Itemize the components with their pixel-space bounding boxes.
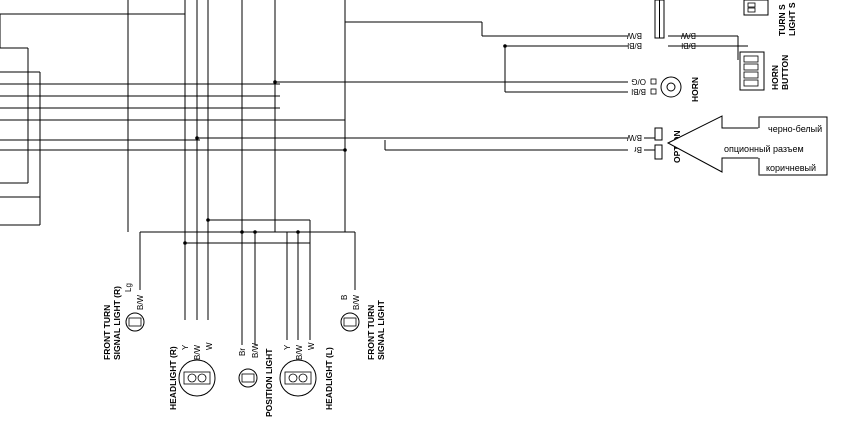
wire-label-bbl-left-switch: B/Bl [627, 41, 642, 50]
label-horn: HORN [690, 77, 700, 102]
label-horn-button-2: BUTTON [780, 55, 790, 90]
label-turn-switch-2: LIGHT S [787, 2, 797, 36]
wire-label-lg: Lg [124, 283, 133, 292]
wire-label-bw-pos: B/W [251, 342, 260, 358]
label-headlight-r: HEADLIGHT (R) [168, 346, 178, 410]
wire-label-bbl-horn: B/Bl [631, 87, 646, 96]
callout-line3: коричневый [766, 163, 816, 173]
callout-line1: черно-белый [768, 124, 822, 134]
wire-label-bw-option: B/W [626, 133, 642, 142]
wire-label-bw-turn-r: B/W [136, 294, 145, 310]
label-position-light: POSITION LIGHT [264, 348, 274, 417]
label-front-turn-l-1: FRONT TURN [366, 305, 376, 360]
wire-label-br-option: Br [634, 145, 642, 154]
wire-label-b: B [340, 295, 349, 300]
wire-label-y-hl-r: Y [181, 344, 190, 350]
label-front-turn-r-2: SIGNAL LIGHT (R) [112, 286, 122, 360]
bulb-position-light [238, 368, 258, 388]
horn-symbol [650, 76, 682, 98]
wire-label-bw-hl-l: B/W [295, 344, 304, 360]
label-front-turn-l-2: SIGNAL LIGHT [376, 299, 386, 360]
bulb-headlight-r [178, 359, 216, 397]
bulb-front-turn-l [340, 312, 360, 332]
wire-label-bw-right-switch: B/W [680, 31, 696, 40]
bulb-headlight-l [279, 359, 317, 397]
label-horn-button-1: HORN [770, 65, 780, 90]
label-turn-switch-1: TURN S [777, 4, 787, 36]
wire-label-bw-left-switch: B/W [626, 31, 642, 40]
wire-label-y-hl-l: Y [283, 344, 292, 350]
wire-label-br: Br [238, 348, 247, 356]
wire-label-bw-turn-l: B/W [352, 294, 361, 310]
callout-line2: опционный разъем [724, 144, 804, 154]
wire-label-w-hl-l: W [307, 342, 316, 350]
option-connector [644, 127, 663, 160]
wire-label-w-hl-r: W [205, 342, 214, 350]
turn-signal-switch-connector [654, 0, 769, 39]
bulb-front-turn-r [125, 312, 145, 332]
wire-label-bbl-right-switch: B/Bl [681, 41, 696, 50]
label-front-turn-r-1: FRONT TURN [102, 305, 112, 360]
callout-arrow [666, 115, 828, 176]
wires [0, 0, 748, 345]
junction-dots [183, 44, 507, 245]
label-headlight-l: HEADLIGHT (L) [324, 347, 334, 410]
horn-button-connector [739, 51, 765, 91]
wire-label-bw-hl-r: B/W [193, 344, 202, 360]
wire-label-og: O/G [631, 77, 646, 86]
